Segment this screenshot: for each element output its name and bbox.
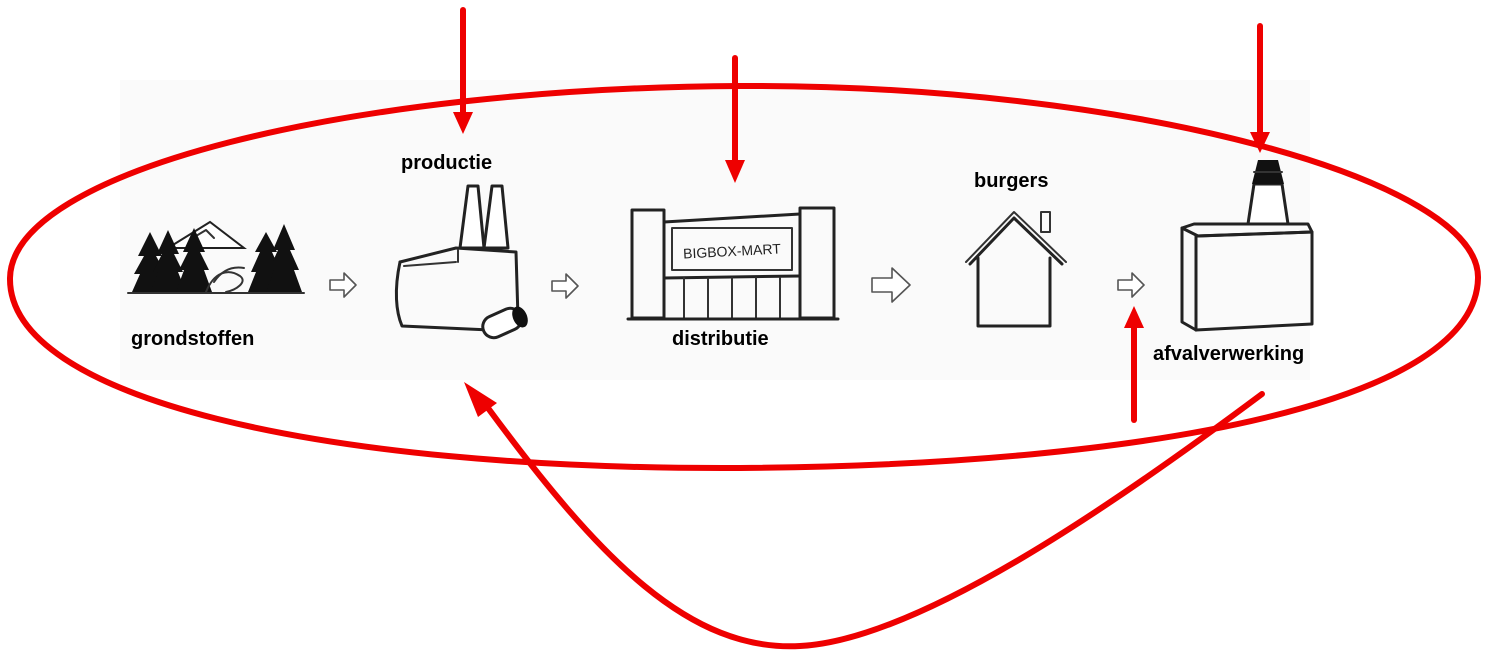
red-recycling-arrow <box>464 382 1265 650</box>
flow-arrow-icon <box>551 273 579 299</box>
label-distributie: distributie <box>672 328 769 350</box>
label-grondstoffen: grondstoffen <box>131 328 255 350</box>
sketch-background <box>120 80 1310 380</box>
flow-arrow-icon <box>871 267 911 303</box>
forest-icon <box>127 220 305 294</box>
store-sign-text: BIGBOX-MART <box>683 240 782 261</box>
waste-plant-icon <box>1180 160 1314 332</box>
factory-icon <box>394 184 528 340</box>
red-loop-ellipse <box>6 82 1482 472</box>
store-icon <box>626 206 840 321</box>
house-icon <box>965 211 1067 328</box>
label-burgers: burgers <box>974 170 1049 192</box>
red-arrow-up-into-flow <box>1124 306 1144 423</box>
red-arrow-into-distributie <box>725 55 745 183</box>
label-productie: productie <box>401 152 493 174</box>
flow-arrow-icon <box>1117 272 1145 298</box>
red-arrow-into-productie <box>453 7 473 134</box>
flow-arrow-icon <box>329 272 357 298</box>
red-arrow-into-afvalverwerking <box>1250 23 1270 153</box>
label-afvalverwerking: afvalverwerking <box>1153 343 1305 365</box>
